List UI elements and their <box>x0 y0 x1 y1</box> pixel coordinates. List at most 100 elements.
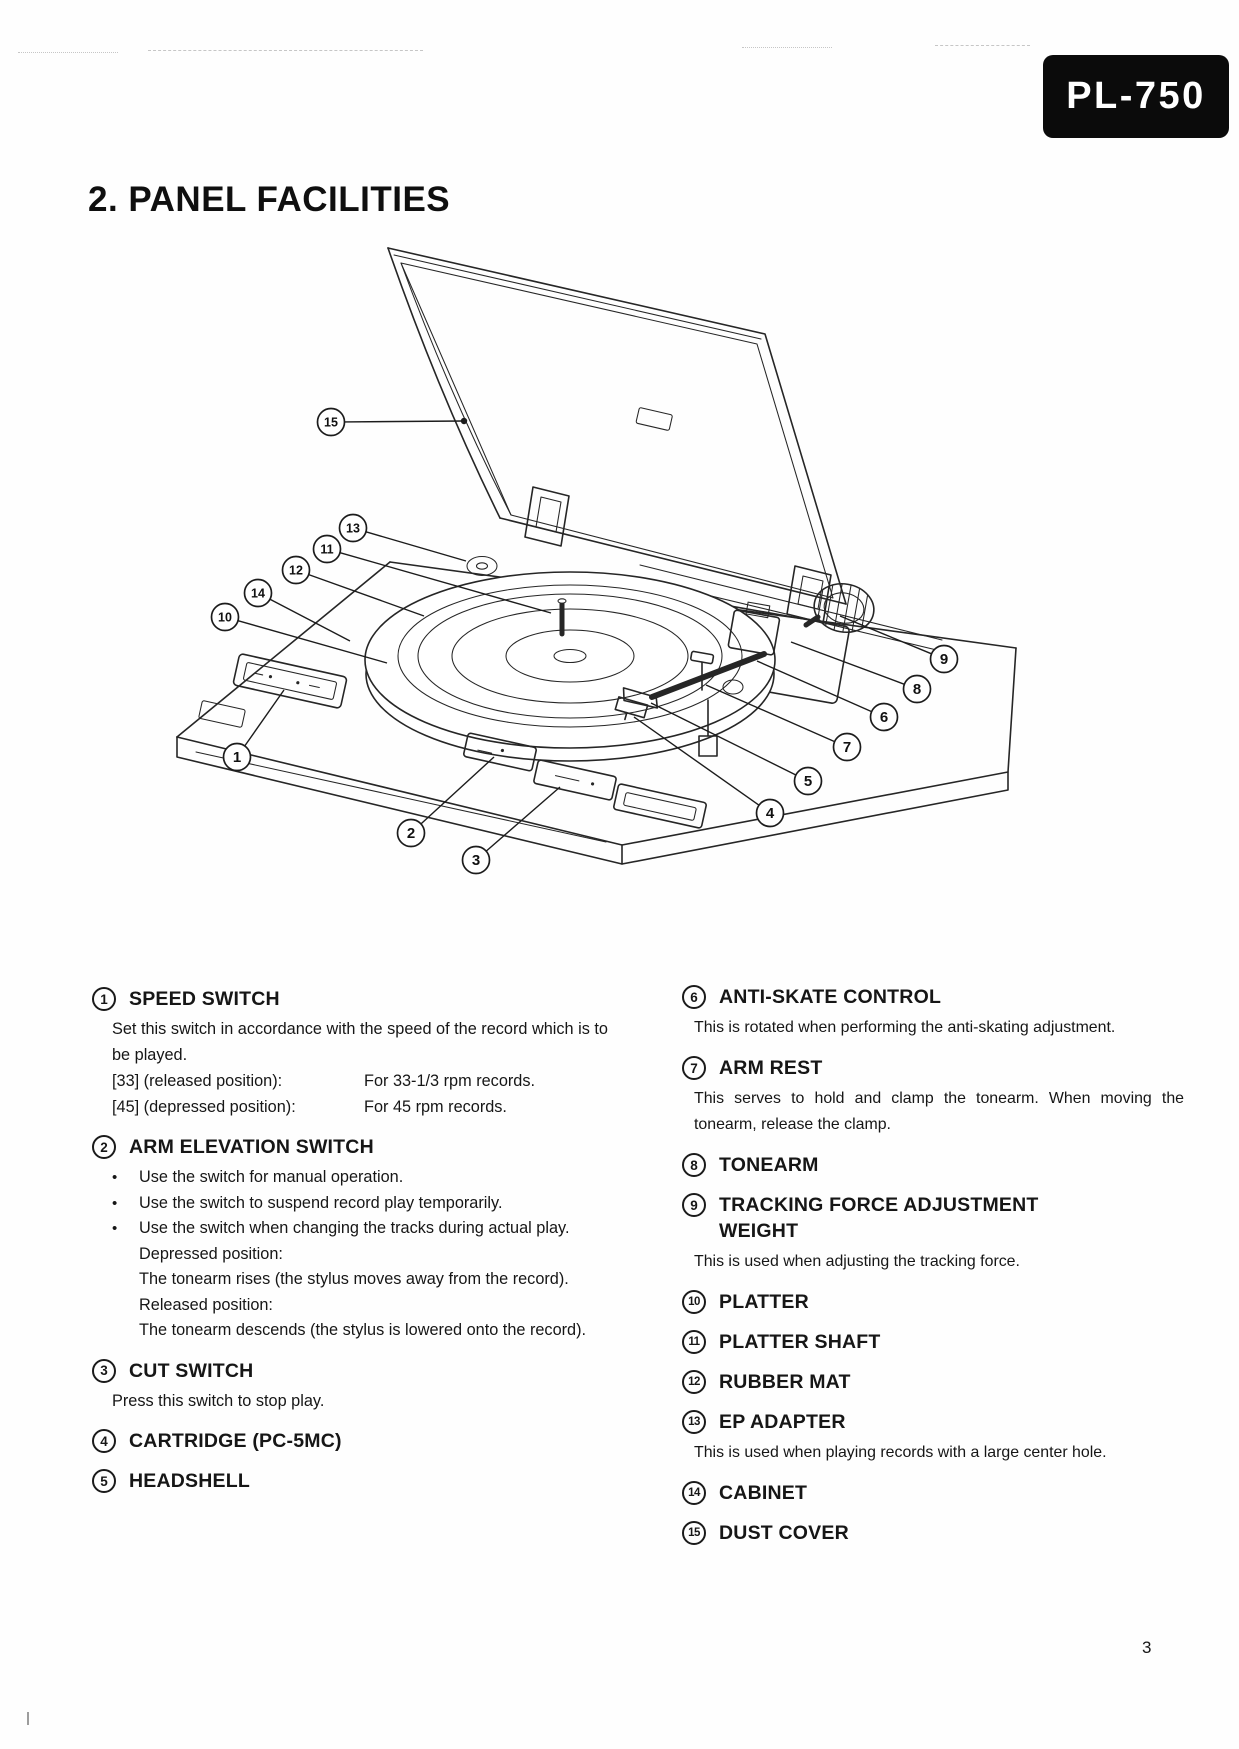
section-title: PLATTER SHAFT <box>719 1329 880 1355</box>
scan-artifact <box>27 1712 29 1725</box>
page-number: 3 <box>1142 1638 1153 1657</box>
tonearm-art <box>614 582 875 757</box>
callout-number: 4 <box>766 805 775 822</box>
key-value-row: [45] (depressed position):For 45 rpm rec… <box>112 1094 608 1120</box>
section-title: TONEARM <box>719 1152 819 1178</box>
section-number-badge: 2 <box>92 1135 116 1159</box>
callout-leader-line <box>705 684 835 743</box>
section-number-badge: 10 <box>682 1290 706 1314</box>
section-head: 6 ANTI-SKATE CONTROL <box>682 984 1184 1010</box>
callout-circle <box>210 602 240 632</box>
section-title: ANTI-SKATE CONTROL <box>719 984 941 1010</box>
callout-leader-line <box>339 552 552 614</box>
callout-circle <box>793 766 823 796</box>
section-paragraph: This is used when adjusting the tracking… <box>694 1253 1020 1270</box>
section-title-line: RUBBER MAT <box>719 1371 851 1393</box>
callout-2: 2 <box>396 756 495 848</box>
section-title: SPEED SWITCH <box>129 986 280 1012</box>
section-title-line: CABINET <box>719 1482 808 1504</box>
callout-leader-line <box>420 756 495 825</box>
section-title-line: HEADSHELL <box>129 1470 250 1492</box>
callout-number: 10 <box>218 611 232 625</box>
callout-circle <box>316 407 346 437</box>
section-title: EP ADAPTER <box>719 1409 846 1435</box>
section-title-line: CARTRIDGE (PC-5MC) <box>129 1430 342 1452</box>
scan-artifact <box>148 50 423 51</box>
section-body: This serves to hold and clamp the tonear… <box>694 1086 1184 1138</box>
platter-art <box>364 571 776 762</box>
callout-4: 4 <box>633 716 785 828</box>
callout-circle <box>869 702 899 732</box>
section-head: 11 PLATTER SHAFT <box>682 1329 1184 1355</box>
section-title: ARM REST <box>719 1055 822 1081</box>
callout-number: 2 <box>407 825 415 842</box>
section-title: CARTRIDGE (PC-5MC) <box>129 1428 342 1454</box>
cut-switch-art <box>533 759 617 801</box>
section-cabinet: 14 CABINET <box>682 1480 1184 1506</box>
section-title: CUT SWITCH <box>129 1358 253 1384</box>
value-text: For 33-1/3 rpm records. <box>364 1072 536 1090</box>
callout-15: 15 <box>316 407 468 437</box>
section-paragraph: This is rotated when performing the anti… <box>694 1019 1116 1036</box>
section-title: RUBBER MAT <box>719 1369 851 1395</box>
callout-circle <box>338 513 368 543</box>
section-number-badge: 11 <box>682 1330 706 1354</box>
page-title: 2. PANEL FACILITIES <box>88 180 451 219</box>
callout-circle <box>461 845 491 875</box>
bullet-item: •Use the switch to suspend record play t… <box>112 1191 608 1217</box>
section-number-badge: 4 <box>92 1429 116 1453</box>
callout-leader-line <box>269 598 351 642</box>
indented-line: Depressed position: <box>139 1244 283 1263</box>
section-body: Press this switch to stop play. <box>112 1389 608 1415</box>
right-column: 6 ANTI-SKATE CONTROL This is rotated when … <box>682 984 1184 1560</box>
section-head: 2 ARM ELEVATION SWITCH <box>92 1134 608 1160</box>
dust-cover-art <box>387 247 847 605</box>
section-title-line: TRACKING FORCE ADJUSTMENT <box>719 1194 1039 1216</box>
callout-leader-line <box>344 420 465 423</box>
section-title: HEADSHELL <box>129 1468 250 1494</box>
callout-leader-line <box>485 786 561 852</box>
section-title: ARM ELEVATION SWITCH <box>129 1134 374 1160</box>
section-body: Set this switch in accordance with the s… <box>112 1017 608 1120</box>
callout-7: 7 <box>705 684 862 762</box>
section-number-badge: 14 <box>682 1481 706 1505</box>
callout-number: 11 <box>320 543 333 557</box>
counterweight-art <box>813 582 875 634</box>
callout-14: 14 <box>243 578 351 642</box>
section-number-badge: 6 <box>682 985 706 1009</box>
scan-artifact <box>18 52 118 53</box>
front-switches-art <box>198 653 707 829</box>
section-paragraph: Press this switch to stop play. <box>112 1391 325 1410</box>
callout-leader-line <box>308 573 425 617</box>
section-title-line: ANTI-SKATE CONTROL <box>719 986 942 1008</box>
callout-8: 8 <box>790 641 932 704</box>
callout-leader-line <box>365 531 467 562</box>
callout-circle <box>832 732 862 762</box>
callout-leader-line <box>237 620 388 664</box>
indented-line: Released position: <box>139 1295 273 1314</box>
headshell-art <box>614 687 659 721</box>
section-title-line: SPEED SWITCH <box>129 988 280 1010</box>
callout-leader-line <box>650 702 797 776</box>
key-label: [33] (released position): <box>112 1072 283 1090</box>
scan-artifact <box>742 47 832 48</box>
callout-number: 8 <box>913 681 921 698</box>
callout-leader-line <box>244 689 285 747</box>
